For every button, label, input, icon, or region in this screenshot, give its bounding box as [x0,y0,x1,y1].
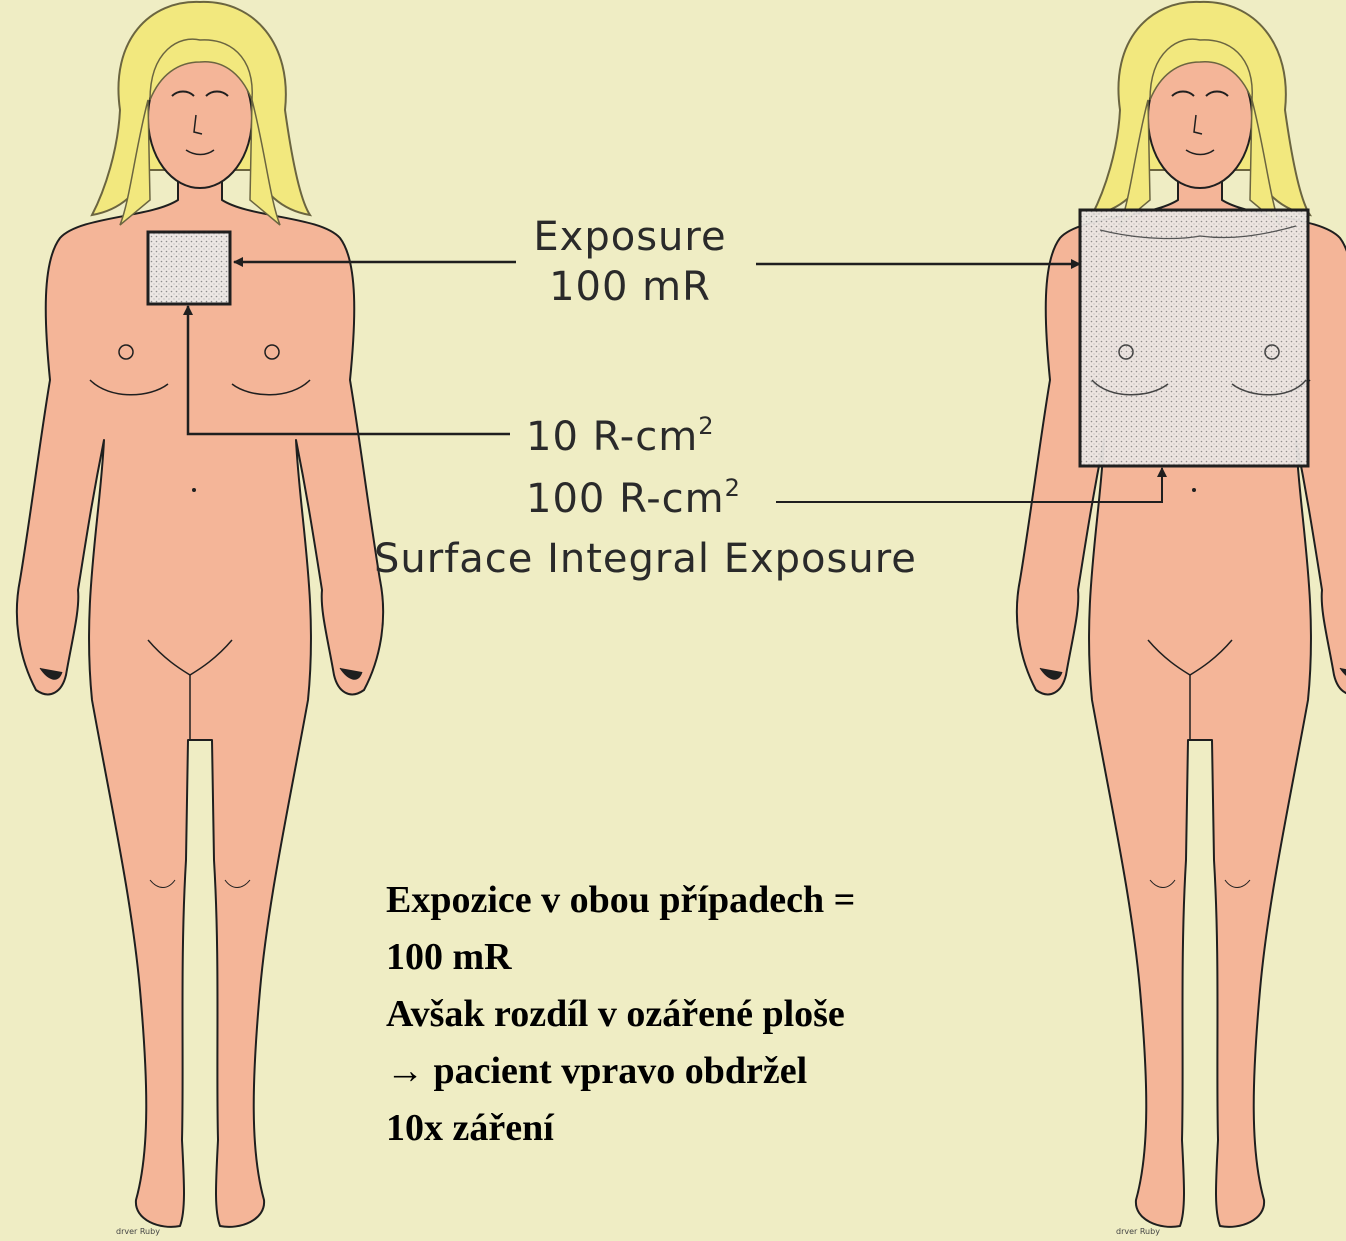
right-artist-signature: drver Ruby [1116,1227,1160,1236]
diagram-labels: Exposure 100 mR 10 R-cm2 100 R-cm2 Surfa… [374,214,917,582]
caption-line-5: 10x záření [386,1100,855,1157]
small-exposure-field [148,232,230,304]
right-arrow-icon: → [386,1050,424,1092]
caption-line-4-text: pacient vpravo obdržel [434,1050,808,1092]
exposure-value: 100 mR [549,264,711,310]
caption-line-2: 100 mR [386,929,855,986]
conclusion-caption: Expozice v obou případech = 100 mR Avšak… [386,872,855,1157]
caption-line-3: Avšak rozdíl v ozářené ploše [386,986,855,1043]
left-artist-signature: drver Ruby [116,1227,160,1236]
caption-line-1: Expozice v obou případech = [386,872,855,929]
caption-line-4: → pacient vpravo obdržel [386,1043,855,1100]
large-field-superscript: 2 [725,474,741,502]
large-field-integral: 100 R-cm2 [526,474,741,522]
integral-caption: Surface Integral Exposure [374,536,917,582]
left-patient-figure: drver Ruby [17,2,383,1236]
small-field-integral: 10 R-cm2 [526,412,714,460]
large-exposure-field [1080,210,1308,466]
right-patient-figure: drver Ruby [1017,2,1346,1236]
exposure-label: Exposure [533,214,726,260]
small-field-superscript: 2 [698,412,714,440]
